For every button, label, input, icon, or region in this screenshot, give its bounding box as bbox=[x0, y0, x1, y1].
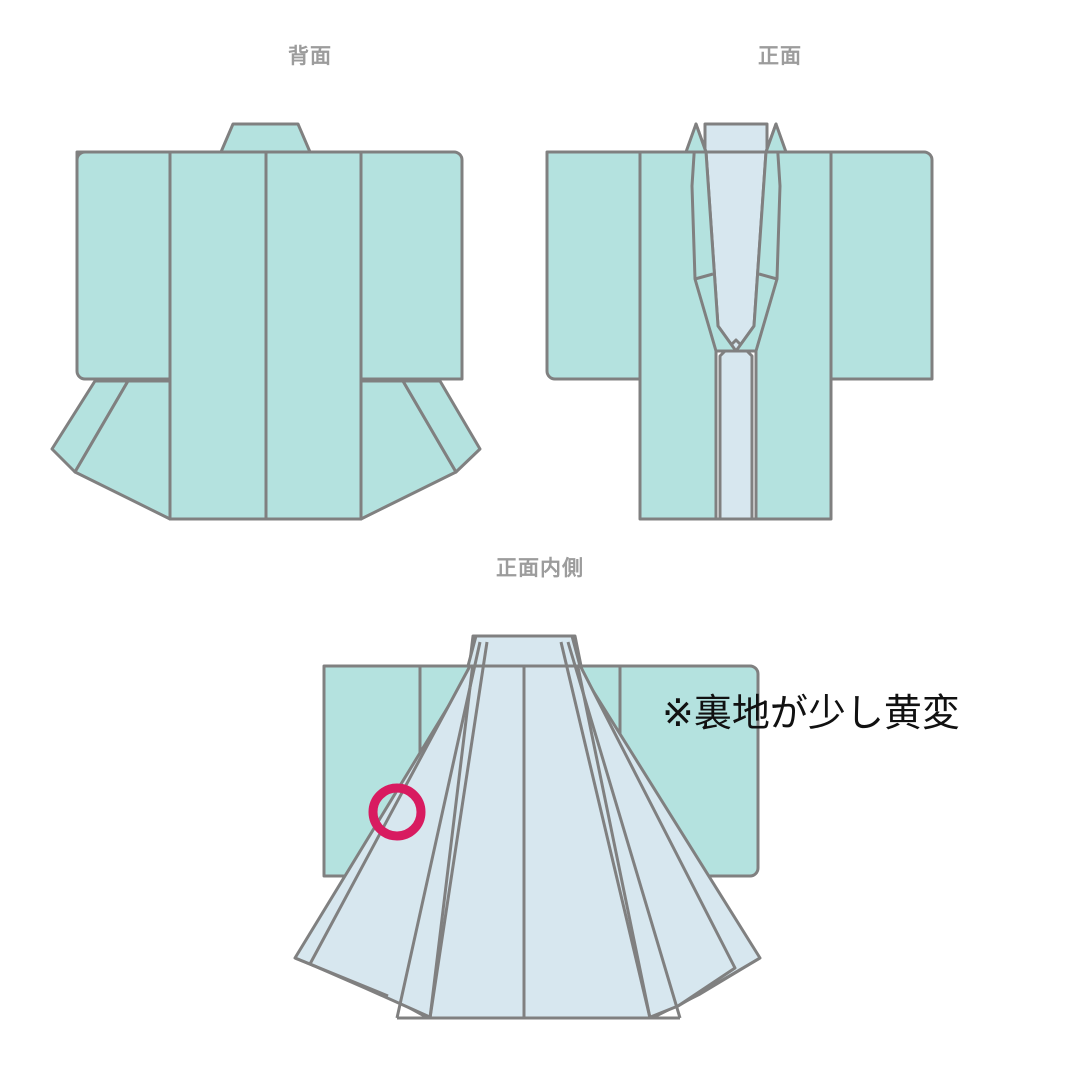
back-body-right-panel bbox=[264, 150, 363, 521]
front-right-collar-band bbox=[734, 122, 782, 353]
inner-left-flare-edge bbox=[294, 956, 389, 998]
back-right-skirt-outer bbox=[401, 379, 482, 474]
inner-left-panel-seam bbox=[428, 641, 489, 1019]
front-right-collar-crease bbox=[758, 272, 778, 281]
back-right-sleeve bbox=[359, 150, 464, 381]
front-left-collar-crease bbox=[694, 272, 714, 281]
panel-front-title: 正面 bbox=[758, 44, 802, 68]
front-center-lining-strip bbox=[718, 338, 754, 521]
front-collar-crease-lines bbox=[694, 272, 778, 281]
front-okumi-seams bbox=[714, 351, 758, 519]
front-right-collar-notch bbox=[764, 122, 788, 154]
front-left-collar-band bbox=[690, 122, 738, 353]
front-side-seams bbox=[638, 379, 833, 519]
inner-right-flare-edge bbox=[677, 956, 761, 1008]
back-view-figure bbox=[50, 122, 482, 521]
back-left-sleeve-top-round bbox=[75, 150, 86, 161]
panel-back-title: 背面 bbox=[288, 44, 332, 68]
panel-front-view: 正面 bbox=[520, 40, 1040, 540]
inner-collar-top bbox=[466, 634, 582, 668]
front-neckband-top bbox=[703, 122, 769, 154]
front-left-collar-notch bbox=[684, 122, 708, 154]
back-body-left-panel bbox=[168, 150, 268, 521]
inner-right-panel-seam-2 bbox=[566, 641, 682, 1019]
inner-right-panel-seam bbox=[559, 641, 652, 1019]
front-inner-view-figure bbox=[293, 634, 762, 1020]
inner-seam-lines bbox=[294, 641, 761, 1020]
front-left-sleeve bbox=[545, 150, 642, 381]
back-collar-shape bbox=[219, 122, 312, 154]
front-view-figure bbox=[545, 122, 934, 521]
back-left-sleeve bbox=[75, 150, 172, 381]
inner-left-panel-seam-2 bbox=[395, 641, 482, 1019]
panel-back-view: 背面 bbox=[50, 40, 570, 540]
panel-inner-title: 正面内側 bbox=[496, 556, 584, 580]
lining-yellowing-note: ※裏地が少し黄変 bbox=[662, 691, 960, 735]
panel-front-inner-view: 正面内側 bbox=[280, 552, 800, 1052]
front-right-sleeve bbox=[829, 150, 934, 381]
